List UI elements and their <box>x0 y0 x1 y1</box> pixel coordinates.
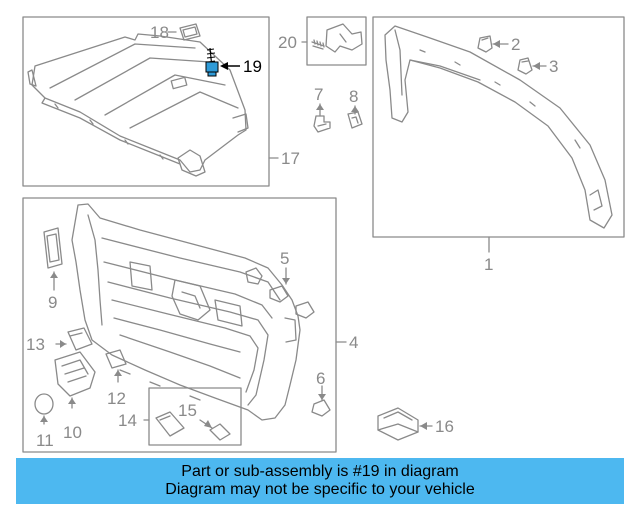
part-2-clip <box>477 35 493 53</box>
part-1-trim-panel <box>384 25 613 229</box>
banner-line-1: Part or sub-assembly is #19 in diagram <box>181 463 459 480</box>
part-15-bulb <box>209 423 231 441</box>
part-20-screw <box>311 39 325 50</box>
callout-5: 5 <box>280 249 289 268</box>
part-19-fastener <box>205 47 219 77</box>
callout-1: 1 <box>484 255 493 274</box>
part-20-bracket <box>325 23 363 53</box>
callout-15: 15 <box>178 401 197 420</box>
part-6-clip <box>311 399 331 417</box>
callout-20: 20 <box>278 33 297 52</box>
box-tailgate-trim <box>22 197 337 453</box>
callout-8: 8 <box>349 87 358 106</box>
info-banner-bg <box>16 458 624 504</box>
part-5-clip <box>245 267 315 319</box>
banner-line-2: Diagram may not be specific to your vehi… <box>165 481 475 498</box>
callout-arrows <box>40 40 540 430</box>
info-banner: Part or sub-assembly is #19 in diagram D… <box>16 458 624 504</box>
callout-6: 6 <box>316 369 325 388</box>
callout-13: 13 <box>26 335 45 354</box>
callout-7: 7 <box>314 85 323 104</box>
callout-2: 2 <box>511 35 520 54</box>
part-11-lens <box>34 393 54 415</box>
callout-3: 3 <box>549 57 558 76</box>
box-part-14 <box>148 387 242 446</box>
box-cargo-cover <box>22 16 270 187</box>
callout-19: 19 <box>243 57 262 76</box>
callout-18: 18 <box>150 23 169 42</box>
callout-10: 10 <box>63 423 82 442</box>
part-16-lamp <box>377 407 419 441</box>
part-13-switch <box>67 327 93 351</box>
cargo-cover-part <box>27 33 249 177</box>
part-12-cover <box>105 349 127 369</box>
callout-17: 17 <box>281 149 300 168</box>
callout-11: 11 <box>36 431 54 450</box>
part-9-cover <box>43 227 63 269</box>
part-19-arrow <box>220 62 240 70</box>
part-3-clip <box>517 57 533 75</box>
callout-4: 4 <box>349 333 358 352</box>
callout-9: 9 <box>48 293 57 312</box>
callout-16: 16 <box>435 417 454 436</box>
part-10-lamp <box>54 351 96 397</box>
part-4-tailgate-panel <box>71 203 301 421</box>
part-18-clip <box>179 23 201 41</box>
box-part-20 <box>306 16 367 66</box>
part-14-socket <box>155 411 185 437</box>
box-trim-frame <box>372 16 625 238</box>
callout-12: 12 <box>107 389 126 408</box>
callout-14: 14 <box>118 411 137 430</box>
